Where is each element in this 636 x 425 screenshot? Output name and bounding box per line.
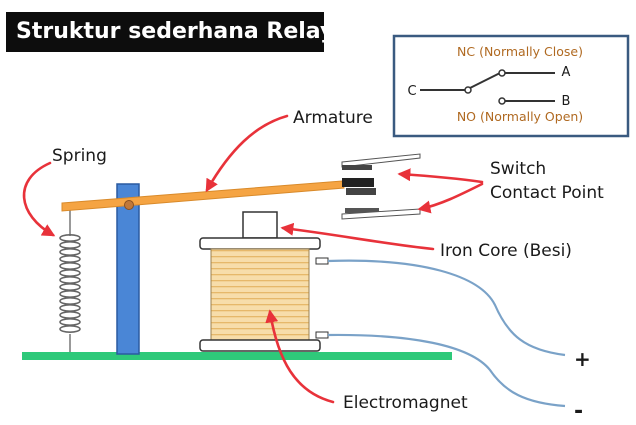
pivot-post [116,183,140,355]
common-terminal [464,86,472,94]
callout-arrows [22,114,484,404]
spring-coil [59,310,81,319]
spring-coil [59,303,81,312]
switch-arrow-upper [397,168,484,184]
coil-winding [210,248,310,342]
coil-top-flange [199,237,321,250]
spring-coil [59,248,81,257]
armature-label: Armature [293,108,373,128]
switch-arrow-lower [417,182,484,214]
iron-core-label: Iron Core (Besi) [440,241,572,261]
base-plate [22,352,452,360]
spring-coil [59,275,81,284]
spring-coil [59,296,81,305]
terminal-bottom [315,331,329,339]
electromagnet [199,211,329,352]
iron-core-arrow [280,222,435,251]
terminal-top [315,257,329,265]
switch-arm-line [469,72,501,89]
b-label: B [562,94,571,109]
spring [59,204,81,352]
inset-border [392,34,630,138]
spring-coil [59,282,81,291]
nc-terminal [498,69,506,77]
switch-contacts [341,153,421,220]
spring-coil [59,324,81,333]
negative-terminal-label: - [574,399,583,424]
positive-terminal-label: + [574,347,591,371]
electromagnet-arrow [265,309,335,404]
spring-coil [59,317,81,326]
pivot-pin [124,200,134,210]
no-label: NO (Normally Open) [457,109,583,124]
spring-label: Spring [52,146,107,166]
no-terminal [498,97,506,105]
armature [61,180,345,212]
wire-positive [327,259,566,357]
iron-core-top [242,211,278,239]
c-label: C [407,84,416,99]
electromagnet-label: Electromagnet [343,393,468,413]
wire-negative [327,333,566,408]
switch-label-line2: Contact Point [490,183,604,203]
spring-coil [59,261,81,270]
a-label: A [562,65,571,80]
diagram-title: Struktur sederhana Relay [6,12,334,52]
switch-label-line1: Switch [490,159,546,179]
spring-arrow [22,161,56,237]
nc-label: NC (Normally Close) [457,44,583,59]
spring-coil [59,255,81,264]
spring-coil [59,241,81,250]
switch-schematic-inset: NC (Normally Close) NO (Normally Open) C… [392,34,630,138]
spring-coil [59,268,81,277]
coil-bottom-flange [199,339,321,352]
spring-coil [59,289,81,298]
armature-arrow [205,114,289,193]
